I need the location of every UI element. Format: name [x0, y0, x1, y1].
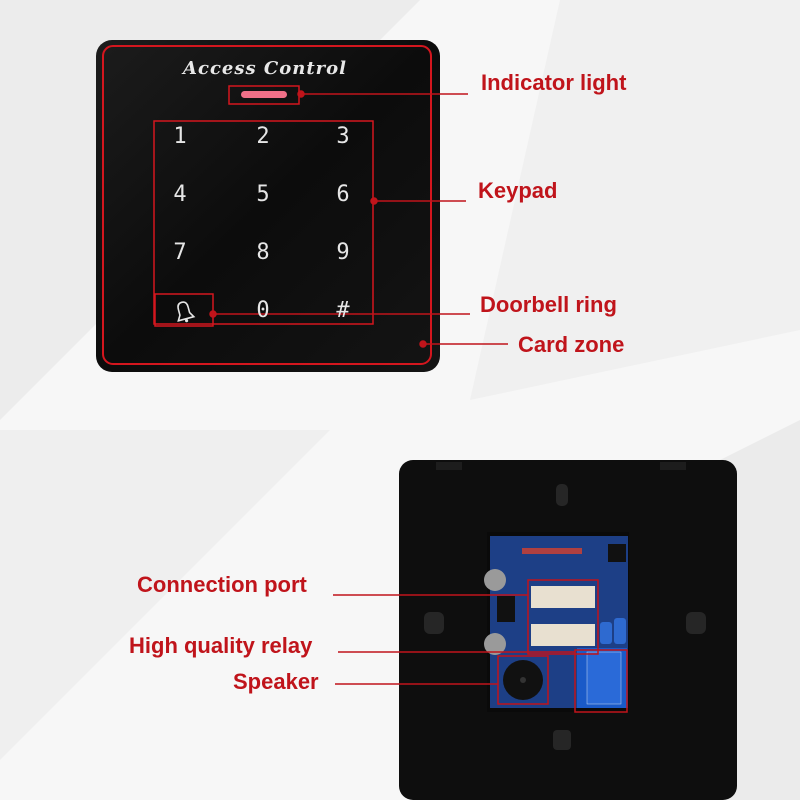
connection-port-1	[531, 586, 595, 608]
capacitor	[484, 569, 506, 591]
bell-icon	[177, 301, 196, 323]
key-1[interactable]: 1	[173, 124, 187, 149]
brand-text: Access Control	[183, 58, 347, 79]
callout-high-quality-relay: High quality relay	[129, 633, 313, 658]
connection-port-2	[531, 624, 595, 646]
key-2[interactable]: 2	[256, 124, 270, 149]
key-6[interactable]: 6	[336, 182, 350, 207]
key-7[interactable]: 7	[173, 240, 187, 265]
key-0[interactable]: 0	[256, 298, 270, 323]
speaker-box	[497, 655, 549, 705]
key-hash[interactable]: #	[336, 298, 350, 323]
chip	[608, 544, 626, 562]
key-5[interactable]: 5	[256, 182, 270, 207]
relay-box	[574, 649, 628, 713]
callout-keypad: Keypad	[478, 178, 558, 203]
key-9[interactable]: 9	[336, 240, 350, 265]
callout-speaker: Speaker	[233, 669, 319, 694]
key-3[interactable]: 3	[336, 124, 350, 149]
panel-body	[96, 40, 440, 372]
keypad-frame	[153, 120, 374, 325]
callout-indicator-light: Indicator light	[481, 70, 627, 95]
key-4[interactable]: 4	[173, 182, 187, 207]
callout-doorbell-ring: Doorbell ring	[480, 292, 617, 317]
screw-slot-bottom	[553, 730, 571, 750]
indicator-light	[241, 91, 287, 98]
card-zone-frame	[102, 45, 432, 365]
doorbell-box	[154, 293, 214, 327]
screw-slot-right	[686, 612, 706, 634]
screw-slot-left	[424, 612, 444, 634]
key-8[interactable]: 8	[256, 240, 270, 265]
callout-connection-port: Connection port	[137, 572, 307, 597]
connection-port-box	[527, 579, 599, 655]
screw-slot-top	[556, 484, 568, 506]
callout-card-zone: Card zone	[518, 332, 625, 357]
